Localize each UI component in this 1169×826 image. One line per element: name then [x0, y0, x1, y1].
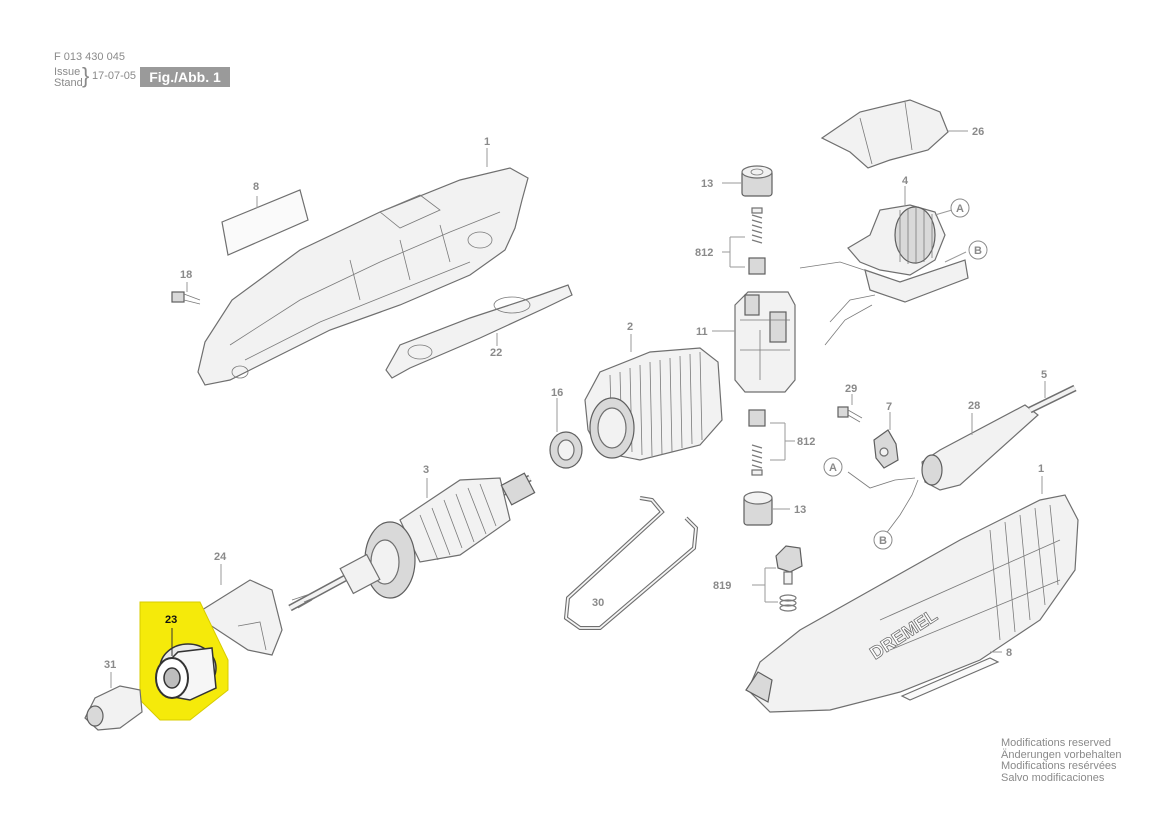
- housing-half-top: [197, 167, 529, 386]
- note-line: Modifications resérvées: [1001, 760, 1117, 772]
- callout-31: 31: [104, 659, 116, 671]
- collet-nut-31: [84, 685, 143, 731]
- stand-label: Stand: [54, 77, 83, 89]
- bearing-16: [549, 431, 583, 469]
- callout-22: 22: [490, 347, 502, 359]
- callout-8-top: 8: [253, 181, 259, 193]
- carbon-brush-bottom: [748, 409, 766, 427]
- screw-18: [171, 291, 201, 305]
- figure-label: Fig./Abb. 1: [140, 67, 230, 87]
- callout-812-top: 812: [695, 247, 713, 259]
- nose-cap-24: [201, 579, 283, 656]
- callout-8-bottom: 8: [1006, 647, 1012, 659]
- connector-a-circle-top: [950, 198, 970, 218]
- brush-cap-13-bottom: [743, 491, 773, 526]
- callout-812-bottom: 812: [797, 436, 815, 448]
- label-plate-bottom: [900, 657, 1000, 701]
- brush-spring-bottom: [751, 444, 763, 476]
- brace-symbol: }: [82, 63, 90, 88]
- callout-13-top: 13: [701, 178, 713, 190]
- callout-819: 819: [713, 580, 731, 592]
- connector-b-circle-bottom: [873, 530, 893, 550]
- screw-29: [837, 406, 863, 423]
- connector-a-circle-bottom: [823, 457, 843, 477]
- cord-protector-28: [921, 384, 1077, 491]
- cord-clamp-7: [873, 429, 899, 469]
- modification-notes: Modifications reserved Änderungen vorbeh…: [1001, 737, 1122, 784]
- connector-b-top: B: [974, 245, 982, 257]
- callout-1-bottom: 1: [1038, 463, 1044, 475]
- cover-26: [820, 99, 949, 169]
- label-plate-top: [221, 189, 309, 256]
- callout-26: 26: [972, 126, 984, 138]
- issue-date: 17-07-05: [92, 70, 137, 82]
- callout-30: 30: [592, 597, 604, 609]
- housing-half-bottom: DREMEL: [745, 494, 1079, 713]
- switch-knob-819: [775, 545, 803, 585]
- callout-7: 7: [886, 401, 892, 413]
- callout-13-bottom: 13: [794, 504, 806, 516]
- note-line: Modifications reserved: [1001, 737, 1112, 749]
- note-line: Änderungen vorbehalten: [1001, 748, 1122, 761]
- callout-4: 4: [902, 175, 909, 187]
- wire-stand-30: [563, 496, 699, 630]
- doc-number: F 013 430 045: [54, 51, 125, 63]
- speed-control-4: [799, 204, 969, 346]
- connector-b-circle-top: [968, 240, 988, 260]
- stator-2: [584, 347, 723, 461]
- switch-spring-819: [779, 594, 797, 612]
- callout-24: 24: [214, 551, 227, 563]
- issue-label: Issue: [54, 66, 81, 78]
- carbon-brush-top: [748, 257, 766, 275]
- highlight-23: [139, 601, 229, 721]
- connector-b-bottom: B: [879, 535, 887, 547]
- callout-29: 29: [845, 383, 857, 395]
- armature-3: [288, 472, 536, 612]
- callout-2: 2: [627, 321, 633, 333]
- callout-11: 11: [696, 326, 708, 338]
- connector-a-top: A: [956, 203, 964, 215]
- callout-1-top: 1: [484, 136, 490, 148]
- callout-18: 18: [180, 269, 192, 281]
- callout-28: 28: [968, 400, 980, 412]
- switch-slider-22: [385, 284, 573, 379]
- note-line: Salvo modificaciones: [1001, 771, 1105, 784]
- callout-3: 3: [423, 464, 429, 476]
- brush-cap-13-top: [741, 165, 773, 197]
- callout-5: 5: [1041, 369, 1047, 381]
- brush-holder-11: [734, 291, 796, 393]
- callout-23: 23: [165, 614, 177, 626]
- connector-a-bottom: A: [829, 462, 837, 474]
- callout-16: 16: [551, 387, 563, 399]
- brush-spring-top: [751, 207, 763, 244]
